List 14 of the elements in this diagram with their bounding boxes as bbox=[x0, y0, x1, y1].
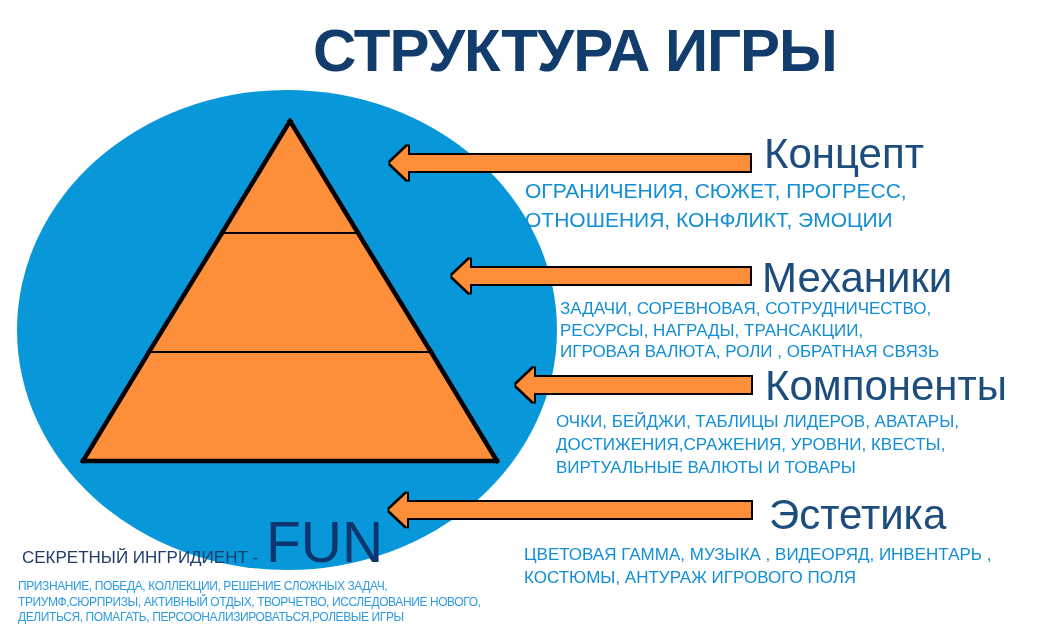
section-heading: Компоненты bbox=[765, 363, 1007, 410]
block-arrow bbox=[390, 146, 750, 180]
pyramid-base-section bbox=[78, 347, 502, 466]
description-text: ПРИЗНАНИЕ, ПОБЕДА, КОЛЛЕКЦИИ, РЕШЕНИЕ СЛОЖНЫХ ЗАДАЧ, ТРИУМФ,СЮРПРИЗЫ, АКТИВНЫЙ ОТДЫХ, ТВОРЧЕТВО, ИССЛЕДОВАНИЕ НОВОГО, ДЕЛИТЬСЯ, ПОМАГАТЬ, ПЕРСООНАЛИЗИРОВАТЬСЯ,РОЛЕВЫЕ ИГРЫ bbox=[18, 579, 482, 626]
description-text: ЦВЕТОВАЯ ГАММА, МУЗЫКА , ВИДЕОРЯД, ИНВЕНТАРЬ , КОСТЮМЫ, АНТУРАЖ ИГРОВОГО ПОЛЯ bbox=[524, 544, 993, 589]
description-text: ОГРАНИЧЕНИЯ, СЮЖЕТ, ПРОГРЕСС, ОТНОШЕНИЯ, КОНФЛИКТ, ЭМОЦИИ bbox=[525, 178, 908, 233]
section-heading: Эстетика bbox=[769, 492, 947, 539]
block-arrow bbox=[389, 493, 751, 527]
highlight-word: FUN bbox=[266, 517, 384, 569]
block-arrow bbox=[452, 259, 750, 293]
title: СТРУКТУРА ИГРЫ bbox=[313, 21, 837, 81]
block-arrow bbox=[516, 368, 751, 402]
section-heading: Концепт bbox=[764, 131, 924, 178]
description-text: ОЧКИ, БЕЙДЖИ, ТАБЛИЦЫ ЛИДЕРОВ, АВАТАРЫ, ДОСТИЖЕНИЯ,СРАЖЕНИЯ, УРОВНИ, КВЕСТЫ, ВИРТУАЛЬНЫЕ ВАЛЮТЫ И ТОВАРЫ bbox=[556, 411, 960, 479]
